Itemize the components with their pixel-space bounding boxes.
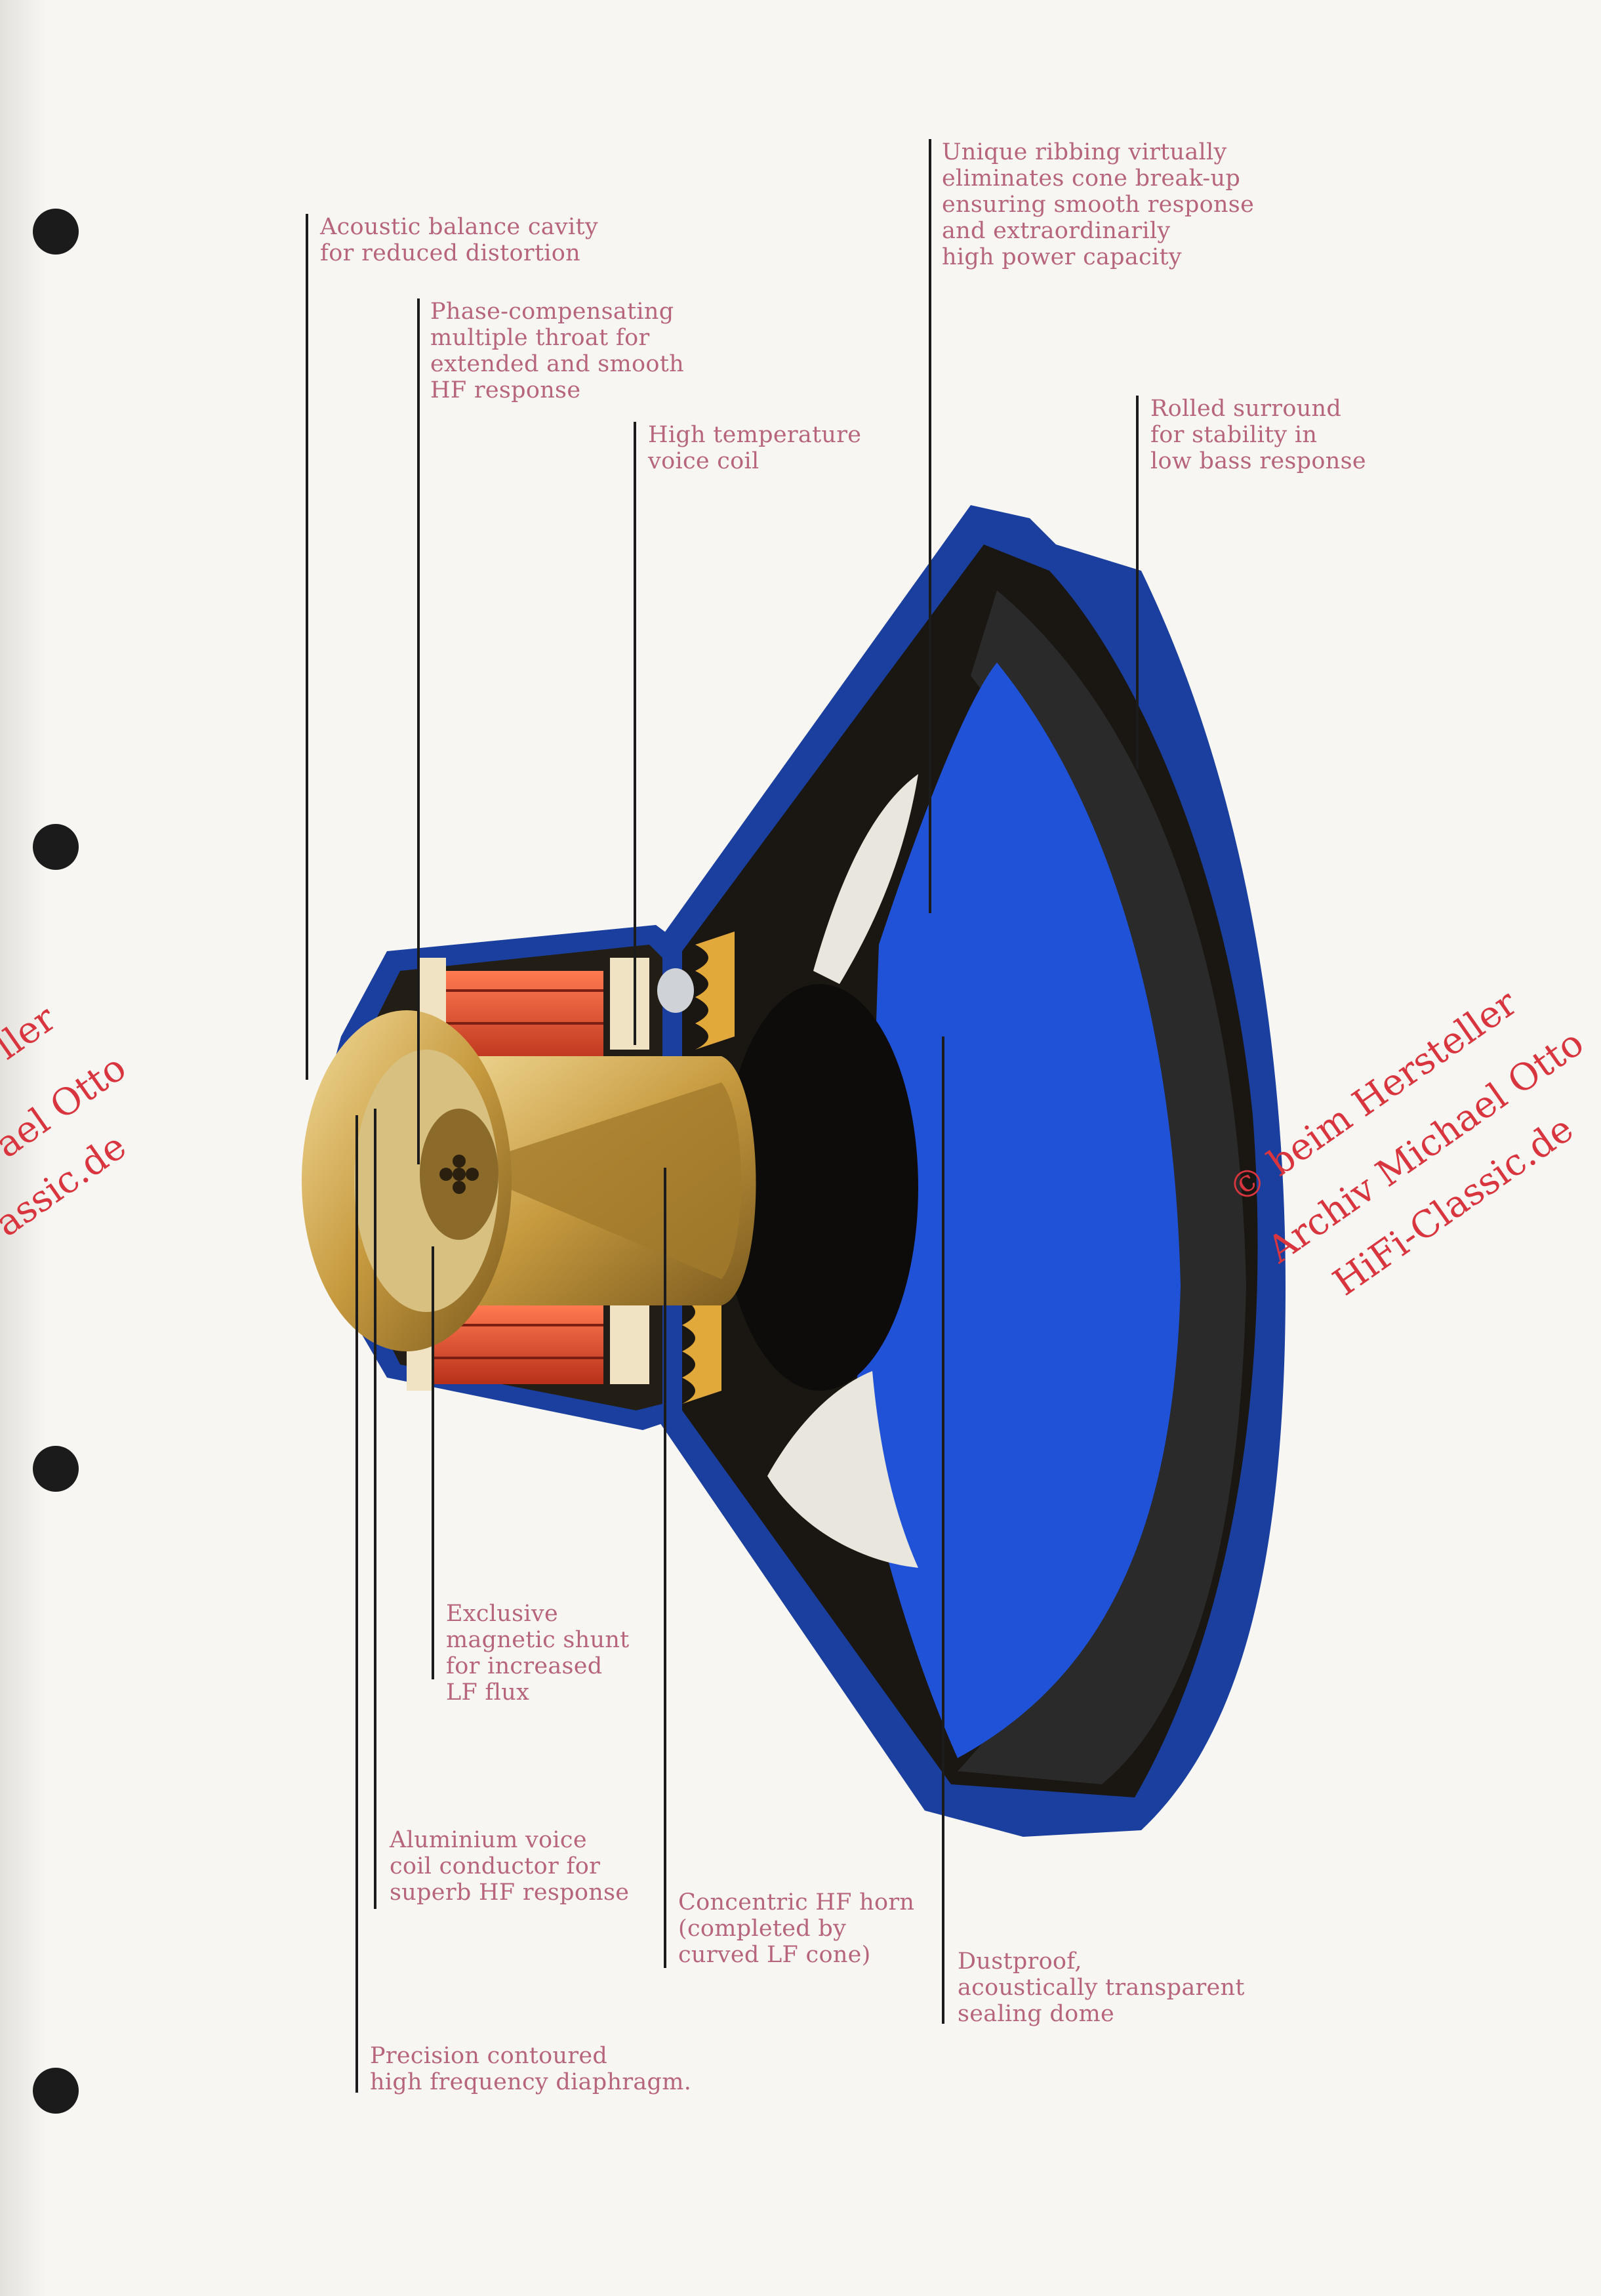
pole-piece-upper-right [610,958,649,1050]
binder-hole-2 [33,824,79,870]
rolled-surround [958,590,1246,1784]
binder-hole-3 [33,1446,79,1492]
basket-window-upper [813,774,918,984]
leader-shunt [432,1246,434,1679]
suspension-corrugation [682,932,735,1404]
leader-diaphragm [355,1115,358,2093]
label-sealing-dome: Dustproof, acoustically transparent seal… [958,1948,1245,2027]
label-acoustic-balance-cavity: Acoustic balance cavity for reduced dist… [320,214,598,266]
binder-hole-4 [33,2068,79,2114]
leader-horn [664,1168,666,1968]
label-phase-compensating-throat: Phase-compensating multiple throat for e… [430,298,684,403]
sealing-dome [721,984,918,1391]
leader-coil [634,422,636,1045]
label-unique-ribbing: Unique ribbing virtually eliminates cone… [942,139,1255,270]
basket-window-lower [767,1371,918,1568]
pole-piece-lower-right [610,1292,649,1384]
leader-throat [417,298,420,1164]
label-concentric-hf-horn: Concentric HF horn (completed by curved … [678,1889,915,1968]
leader-surround [1136,396,1139,769]
leader-ribbing [929,139,931,913]
label-aluminium-voice-coil-conductor: Aluminium voice coil conductor for super… [390,1827,630,1906]
label-hf-diaphragm: Precision contoured high frequency diaph… [370,2043,692,2095]
label-magnetic-shunt: Exclusive magnetic shunt for increased L… [446,1601,630,1706]
leader-conductor [374,1109,376,1909]
lf-cone [853,663,1181,1758]
label-high-temperature-voice-coil: High temperature voice coil [648,422,862,474]
leader-dome [942,1036,944,2024]
page-curl-edge [0,0,46,2296]
hf-horn-flare [459,1082,741,1279]
label-rolled-surround: Rolled surround for stability in low bas… [1150,396,1366,474]
binder-hole-1 [33,209,79,255]
leader-balance [306,214,308,1080]
ball-bearing-highlight [657,968,694,1013]
